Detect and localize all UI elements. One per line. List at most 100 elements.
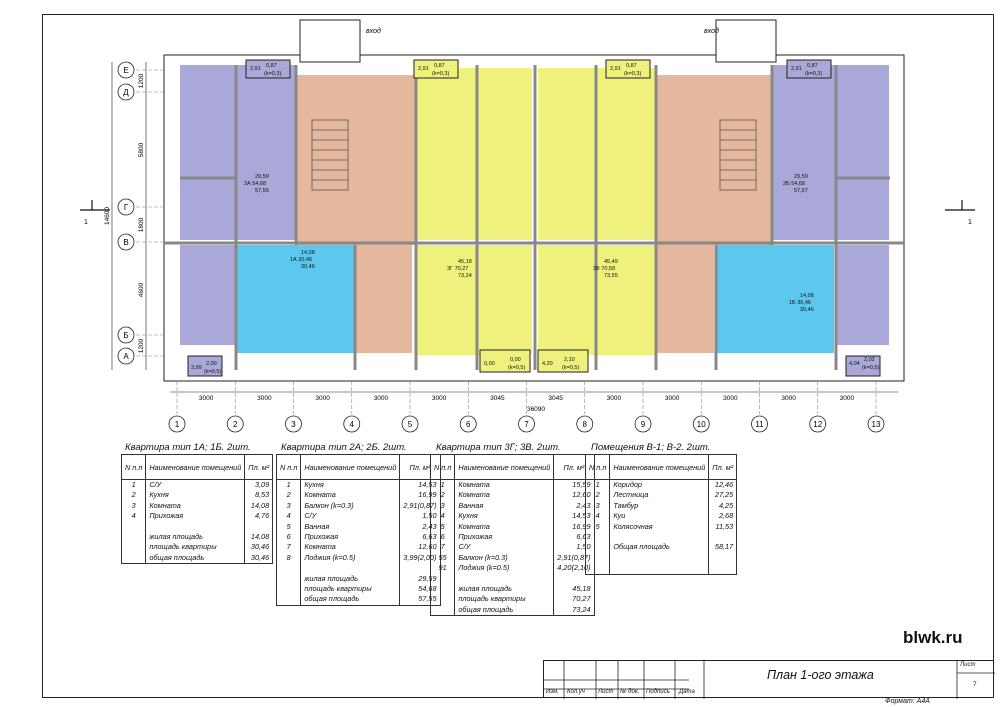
dimension-total: 14600 bbox=[104, 207, 111, 225]
room-name bbox=[145, 521, 246, 533]
room-area: 73,24 bbox=[553, 604, 595, 617]
column-axis-label: 9 bbox=[641, 420, 646, 429]
col-name: Наименование помещений bbox=[609, 454, 710, 480]
row-number: 1 bbox=[275, 479, 302, 491]
col-area: Пл. м² bbox=[708, 454, 738, 480]
dimension-value: 3000 bbox=[315, 395, 330, 402]
row-number: 2 bbox=[429, 490, 456, 501]
room-name: площадь квартиры bbox=[145, 542, 246, 553]
row-number: 2 bbox=[584, 490, 611, 501]
table-title-3g: Квартира тип 3Г; 3В. 2шт. bbox=[436, 442, 561, 453]
dimension-value: 3000 bbox=[840, 395, 855, 402]
balcony-area: 2,91 bbox=[418, 66, 429, 72]
row-number bbox=[584, 552, 611, 564]
room-name: Ванная bbox=[300, 521, 401, 533]
svg-text:29,59: 29,59 bbox=[255, 174, 269, 180]
svg-text:57,57: 57,57 bbox=[794, 188, 808, 194]
room-area: 45,18 bbox=[553, 584, 595, 595]
row-number: 1 bbox=[120, 479, 147, 491]
balconies bbox=[187, 59, 881, 377]
room-area: 14,08 bbox=[244, 500, 274, 512]
table-row bbox=[584, 563, 738, 575]
stamp-col-koluch: Кол.уч bbox=[567, 689, 585, 695]
row-number: 5 bbox=[429, 521, 456, 533]
loggia-coef: (k=0,5) bbox=[204, 369, 221, 375]
room-name: Общая площадь bbox=[609, 542, 710, 553]
col-area: Пл. м² bbox=[244, 454, 274, 480]
balcony-coef: (k=0,3) bbox=[432, 71, 449, 77]
row-number bbox=[120, 532, 147, 543]
stroller-room-right bbox=[657, 245, 714, 353]
loggia-area: 0,00 bbox=[484, 361, 495, 367]
column-axis-label: 6 bbox=[466, 420, 471, 429]
loggia-area: 2,10 bbox=[564, 357, 575, 363]
room-name: Кухня bbox=[300, 479, 401, 491]
row-axis-label: Е bbox=[123, 66, 128, 75]
section-markers bbox=[80, 200, 975, 211]
stair-bump-left bbox=[299, 19, 361, 63]
room-area: 58,17 bbox=[708, 542, 738, 553]
svg-text:73,24: 73,24 bbox=[458, 273, 472, 279]
room-area: 12,46 bbox=[708, 479, 738, 491]
balcony-coef: (k=0,3) bbox=[264, 71, 281, 77]
balcony-area: 2,91 bbox=[610, 66, 621, 72]
balcony-coef: (k=0,3) bbox=[624, 71, 641, 77]
sheet-number: 7 bbox=[973, 681, 977, 688]
stamp-col-date: Дата bbox=[679, 689, 695, 695]
room-name: Комната bbox=[454, 490, 555, 501]
column-axis-bubble bbox=[692, 415, 710, 433]
loggia-coef: (k=0,5) bbox=[508, 365, 525, 371]
balcony-area: 0,87 bbox=[807, 63, 818, 69]
svg-text:14,08: 14,08 bbox=[800, 293, 814, 299]
row-number: 2 bbox=[120, 490, 147, 501]
column-axis-bubble bbox=[809, 415, 827, 433]
room-name: площадь квартиры bbox=[454, 594, 555, 605]
column-axis-bubble bbox=[751, 415, 768, 433]
stair-bump-right bbox=[715, 19, 777, 63]
room-area: 27,25 bbox=[708, 490, 738, 501]
room-name bbox=[300, 563, 401, 574]
room-area: 2,68 bbox=[708, 511, 738, 522]
col-name: Наименование помещений bbox=[300, 454, 401, 480]
row-number bbox=[584, 563, 611, 575]
drawing-title: План 1-ого этажа bbox=[767, 668, 874, 682]
row-number bbox=[275, 573, 302, 585]
room-name bbox=[609, 563, 710, 575]
svg-text:1А 30,46: 1А 30,46 bbox=[290, 257, 312, 263]
row-axis-label: Д bbox=[123, 88, 129, 97]
room-area: 3,09 bbox=[244, 479, 274, 491]
column-axis-label: 3 bbox=[291, 420, 296, 429]
col-name: Наименование помещений bbox=[145, 454, 246, 480]
column-axis-label: 10 bbox=[697, 420, 706, 429]
row-axis-label: А bbox=[123, 352, 129, 361]
col-n: N п.п bbox=[584, 454, 611, 480]
room-name: общая площадь bbox=[145, 552, 246, 565]
svg-text:45,49: 45,49 bbox=[604, 259, 618, 265]
room-name: Прихожая bbox=[145, 511, 246, 522]
room-name: Комната bbox=[300, 490, 401, 501]
loggia-coef: (k=0,5) bbox=[862, 365, 879, 371]
row-axis-label: Г bbox=[124, 203, 129, 212]
row-number: 3 bbox=[275, 500, 302, 512]
column-axis-label: 13 bbox=[872, 420, 881, 429]
room-name: Лоджия (k=0.5) bbox=[454, 563, 555, 574]
row-axis-bubble bbox=[117, 83, 135, 101]
dimension-total: 36090 bbox=[527, 406, 545, 413]
col-n: N п.п bbox=[120, 454, 147, 480]
room-name: Тамбур bbox=[609, 500, 710, 512]
table-title-1a: Квартира тип 1А; 1Б. 2шт. bbox=[125, 442, 251, 453]
dimension-value: 3000 bbox=[374, 395, 389, 402]
